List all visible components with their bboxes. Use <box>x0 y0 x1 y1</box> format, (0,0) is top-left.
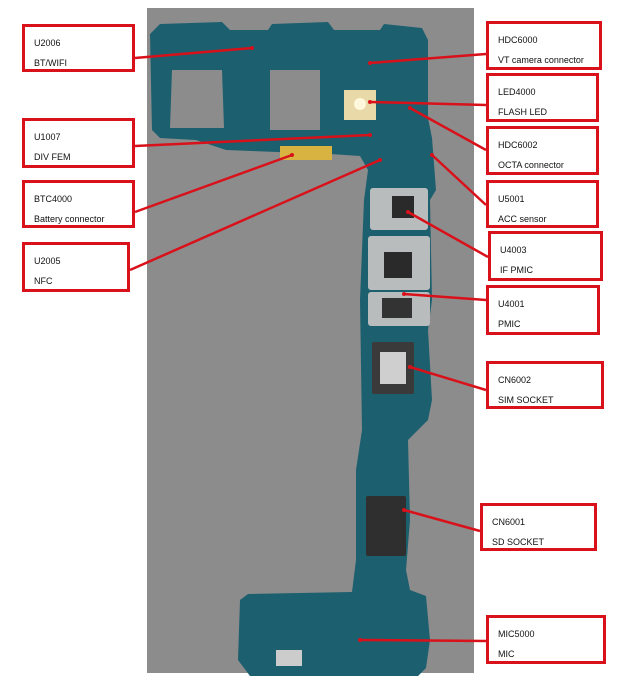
board-cutout <box>270 70 320 130</box>
callout-desc: Battery connector <box>34 214 105 224</box>
leader-tip-cn6002 <box>408 365 412 369</box>
leader-line-hdc6002 <box>409 106 487 152</box>
leader-tip-hdc6000 <box>368 61 372 65</box>
callout-desc: IF PMIC <box>500 265 533 275</box>
pcb-board <box>150 22 436 676</box>
rf-shield-cans <box>368 188 430 326</box>
sim-socket-inner <box>380 352 406 384</box>
callout-ref: U1007 <box>34 132 61 142</box>
leader-tip-u2006 <box>250 46 254 50</box>
leader-tip-u2005 <box>378 158 382 162</box>
leader-line-u1007 <box>134 133 371 148</box>
battery-connector <box>280 146 332 160</box>
leader-line-u2005 <box>129 158 381 272</box>
callout-ref: U4003 <box>500 245 527 255</box>
leader-tip-cn6001 <box>402 508 406 512</box>
callout-desc: SD SOCKET <box>492 537 545 547</box>
callout-ref: CN6002 <box>498 375 532 385</box>
pcb-outline <box>150 22 436 676</box>
leader-tip-hdc6002 <box>408 106 412 110</box>
leader-tip-u5001 <box>430 153 434 157</box>
leader-tip-u4001 <box>402 292 406 296</box>
callout-ref: BTC4000 <box>34 194 73 204</box>
callout-desc: NFC <box>34 276 53 286</box>
callout-ref: U2005 <box>34 256 61 266</box>
chip-pmic-lower <box>382 298 412 318</box>
callout-hdc6000: HDC6000 VT camera connector <box>486 21 602 70</box>
flash-led-lens <box>354 98 366 110</box>
callout-desc: DIV FEM <box>34 152 71 162</box>
callout-desc: BT/WIFI <box>34 58 67 68</box>
leader-line-hdc6000 <box>369 52 487 65</box>
leader-tip-mic5000 <box>358 638 362 642</box>
callout-desc: FLASH LED <box>498 107 548 117</box>
callout-ref: MIC5000 <box>498 629 535 639</box>
leader-line-mic5000 <box>359 638 487 643</box>
callout-desc: PMIC <box>498 319 521 329</box>
leader-tip-u4003 <box>406 210 410 214</box>
callout-desc: SIM SOCKET <box>498 395 554 405</box>
chip-u4001 <box>384 252 412 278</box>
leader-tip-led4000 <box>368 100 372 104</box>
callout-desc: MIC <box>498 649 515 659</box>
leader-line-cn6002 <box>409 365 487 392</box>
leader-line-u4001 <box>403 292 487 302</box>
callout-ref: LED4000 <box>498 87 536 97</box>
leader-line-u2006 <box>134 46 253 60</box>
leader-lines <box>129 46 489 643</box>
leader-line-cn6001 <box>403 508 481 533</box>
leader-line-btc4000 <box>134 153 293 214</box>
leader-line-u4003 <box>407 210 489 259</box>
board-frame-cutout <box>170 70 224 128</box>
leader-tip-u1007 <box>368 133 372 137</box>
callout-ref: HDC6000 <box>498 35 538 45</box>
callout-desc: OCTA connector <box>498 160 564 170</box>
leader-tip-btc4000 <box>290 153 294 157</box>
callout-desc: ACC sensor <box>498 214 547 224</box>
callout-desc: VT camera connector <box>498 55 584 65</box>
callout-ref: U5001 <box>498 194 525 204</box>
leader-line-u5001 <box>431 154 487 206</box>
callout-ref: U4001 <box>498 299 525 309</box>
usb-port <box>276 650 302 666</box>
callout-ref: HDC6002 <box>498 140 538 150</box>
leader-line-led4000 <box>369 100 487 107</box>
connectors <box>276 90 414 666</box>
callout-ref: U2006 <box>34 38 61 48</box>
callout-cn6001: CN6001 SD SOCKET <box>480 503 597 551</box>
callout-ref: CN6001 <box>492 517 526 527</box>
sd-socket <box>366 496 406 556</box>
callout-u4003: U4003 IF PMIC <box>488 231 603 281</box>
